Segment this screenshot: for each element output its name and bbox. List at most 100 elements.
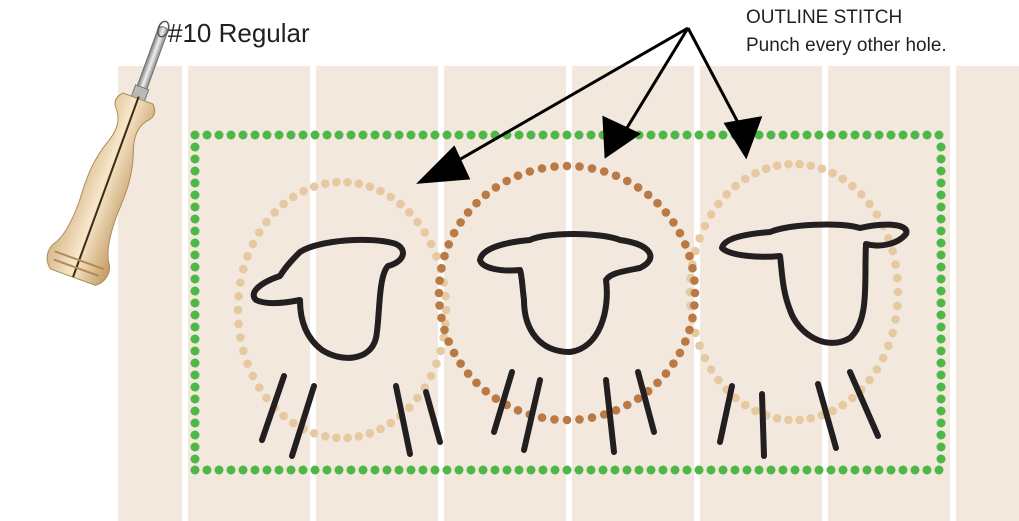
stitch-hole-dot xyxy=(435,276,444,285)
stitch-hole-dot xyxy=(376,425,385,434)
stitch-hole-dot xyxy=(893,302,902,311)
border-dot xyxy=(575,466,584,475)
border-dot xyxy=(299,466,308,475)
stitch-hole-dot xyxy=(310,182,319,191)
border-dot xyxy=(407,466,416,475)
border-dot xyxy=(335,131,344,140)
stitch-hole-dot xyxy=(492,394,501,403)
border-dot xyxy=(839,131,848,140)
border-dot xyxy=(515,131,524,140)
border-dot xyxy=(937,407,946,416)
border-dot xyxy=(599,466,608,475)
stitch-hole-dot xyxy=(879,354,888,363)
border-dot xyxy=(647,131,656,140)
border-dot xyxy=(937,323,946,332)
stitch-hole-dot xyxy=(888,329,897,338)
stitch-hole-dot xyxy=(848,394,857,403)
stitch-hole-dot xyxy=(688,264,697,273)
stitch-hole-dot xyxy=(236,278,245,287)
border-dot xyxy=(479,466,488,475)
stitch-hole-dot xyxy=(472,379,481,388)
stitch-hole-dot xyxy=(848,182,857,191)
stitch-hole-dot xyxy=(681,240,690,249)
border-dot xyxy=(191,275,200,284)
border-dot xyxy=(851,131,860,140)
border-dot xyxy=(503,466,512,475)
border-dot xyxy=(455,131,464,140)
border-dot xyxy=(937,203,946,212)
border-dot xyxy=(767,466,776,475)
border-dot xyxy=(551,131,560,140)
border-dot xyxy=(937,263,946,272)
border-dot xyxy=(191,179,200,188)
stitch-hole-dot xyxy=(634,183,643,192)
stitch-hole-dot xyxy=(427,240,436,249)
stitch-hole-dot xyxy=(691,289,700,298)
border-dot xyxy=(539,466,548,475)
stitch-hole-dot xyxy=(695,341,704,350)
stitch-hole-dot xyxy=(482,191,491,200)
border-dot xyxy=(443,131,452,140)
border-dot xyxy=(937,359,946,368)
stitch-hole-dot xyxy=(891,315,900,324)
border-dot xyxy=(383,131,392,140)
stitch-hole-dot xyxy=(502,177,511,186)
border-dot xyxy=(191,299,200,308)
stitch-hole-dot xyxy=(807,161,816,170)
stitch-hole-dot xyxy=(355,432,364,441)
stitch-hole-dot xyxy=(865,200,874,209)
stitch-hole-dot xyxy=(784,160,793,169)
stitch-hole-dot xyxy=(262,218,271,227)
border-dot xyxy=(937,419,946,428)
stitch-hole-dot xyxy=(343,434,352,443)
stitch-hole-dot xyxy=(514,171,523,180)
stitch-hole-dot xyxy=(751,407,760,416)
stitch-hole-dot xyxy=(662,208,671,217)
border-dot xyxy=(479,131,488,140)
stitch-hole-dot xyxy=(762,164,771,173)
border-dot xyxy=(743,466,752,475)
border-dot xyxy=(937,191,946,200)
stitch-hole-dot xyxy=(386,419,395,428)
stitch-hole-dot xyxy=(413,394,422,403)
border-dot xyxy=(815,466,824,475)
border-dot xyxy=(227,466,236,475)
border-dot xyxy=(923,466,932,475)
border-dot xyxy=(191,359,200,368)
border-dot xyxy=(937,431,946,440)
stitch-hole-dot xyxy=(714,200,723,209)
stitch-hole-dot xyxy=(695,234,704,243)
border-dot xyxy=(191,407,200,416)
stitch-hole-dot xyxy=(873,365,882,374)
border-dot xyxy=(323,466,332,475)
stitch-hole-dot xyxy=(366,182,375,191)
border-dot xyxy=(875,466,884,475)
border-dot xyxy=(539,131,548,140)
stitch-hole-dot xyxy=(456,359,465,368)
stitch-hole-dot xyxy=(440,252,449,261)
border-dot xyxy=(191,383,200,392)
stitch-hole-dot xyxy=(681,337,690,346)
border-dot xyxy=(587,466,596,475)
stitch-hole-dot xyxy=(701,222,710,231)
stitch-hole-dot xyxy=(838,175,847,184)
border-dot xyxy=(395,466,404,475)
border-dot xyxy=(191,263,200,272)
stitch-hole-dot xyxy=(634,394,643,403)
stitch-hole-dot xyxy=(795,160,804,169)
border-dot xyxy=(191,455,200,464)
border-dot xyxy=(937,215,946,224)
border-dot xyxy=(937,395,946,404)
border-dot xyxy=(899,131,908,140)
stitch-hole-dot xyxy=(773,414,782,423)
border-dot xyxy=(937,371,946,380)
border-dot xyxy=(239,466,248,475)
border-dot xyxy=(937,383,946,392)
stitch-hole-dot xyxy=(818,164,827,173)
border-dot xyxy=(191,371,200,380)
border-dot xyxy=(371,466,380,475)
border-dot xyxy=(937,347,946,356)
stitch-hole-dot xyxy=(563,416,572,425)
border-dot xyxy=(191,215,200,224)
border-dot xyxy=(191,167,200,176)
